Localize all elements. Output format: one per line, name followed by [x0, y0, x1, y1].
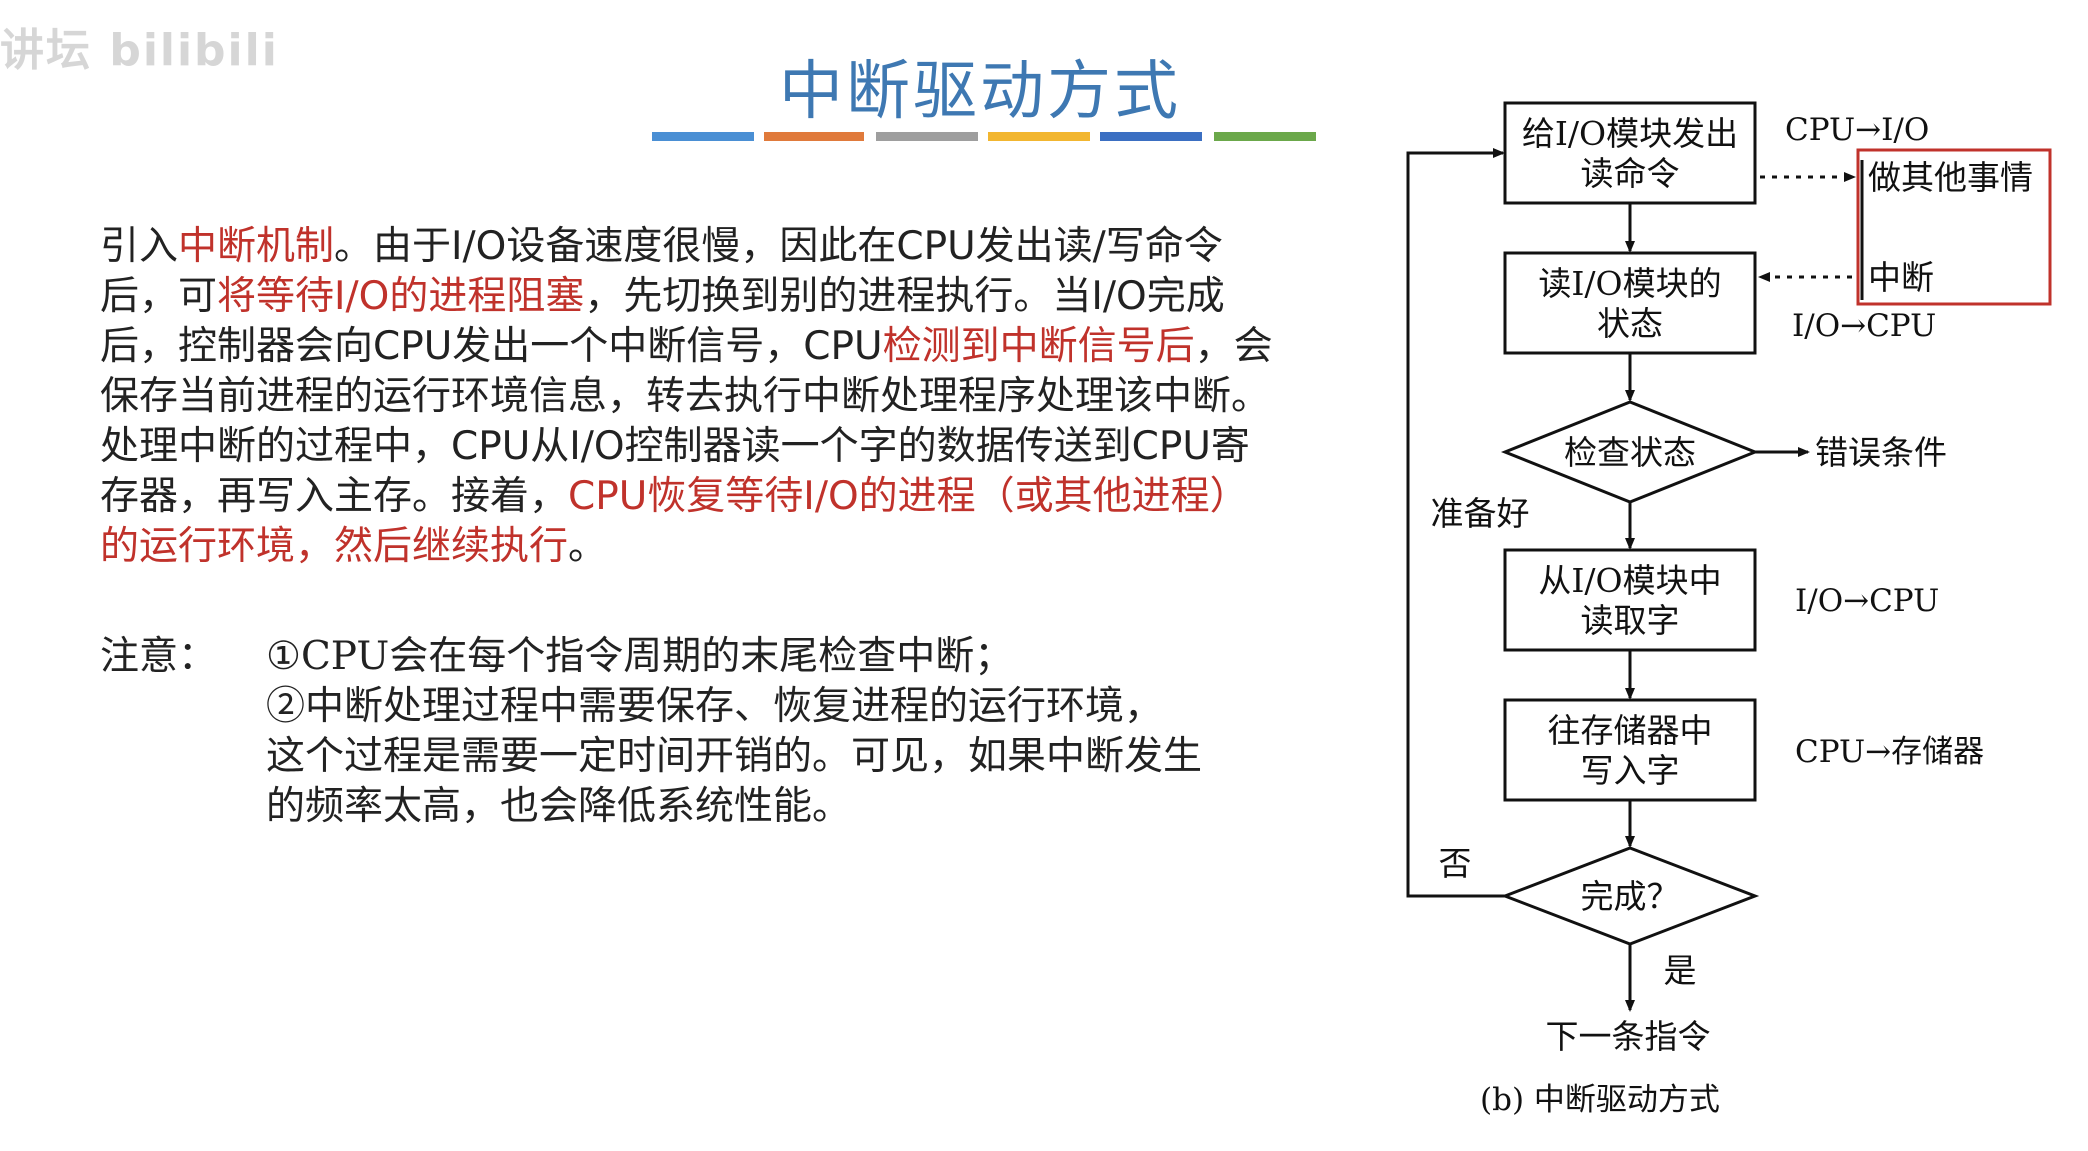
- flow-box-text: 从I/O模块中: [1538, 561, 1721, 600]
- para-run: 引入: [100, 224, 179, 269]
- flow-box-text: 读命令: [1581, 154, 1680, 193]
- note-line: 的频率太高，也会降低系统性能。: [266, 784, 852, 829]
- strip-segment: [764, 132, 864, 141]
- strip-segment: [876, 132, 978, 141]
- note-line: 这个过程是需要一定时间开销的。可见，如果中断发生: [266, 734, 1203, 779]
- para-run-highlight: CPU恢复等待I/O的进程（或其他进程）的运行环境，然后继续执行: [100, 474, 1249, 569]
- flowchart: 给I/O模块发出 读命令 读I/O模块的 状态 检查状态 从I/O模块中 读取字…: [1406, 101, 2052, 1118]
- label-io-to-cpu: I/O→CPU: [1792, 308, 1936, 344]
- flow-box-text: 读取字: [1581, 601, 1680, 640]
- flow-box-text: 给I/O模块发出: [1522, 114, 1738, 153]
- para-run-highlight: 将等待I/O的进程阻塞: [217, 274, 585, 319]
- para-run: 。由于I/O设备速度很慢，因此在CPU发出读/写命令后，可: [100, 224, 1223, 319]
- label-cpu-to-io: CPU→I/O: [1785, 112, 1929, 148]
- flow-box-text: 写入字: [1581, 751, 1680, 790]
- strip-segment: [1214, 132, 1316, 141]
- flow-decision-text: 检查状态: [1564, 433, 1696, 472]
- side-box-top-text: 做其他事情: [1868, 158, 2033, 197]
- note-label: 注意：: [100, 634, 218, 679]
- slide-title: 中断驱动方式: [779, 55, 1181, 129]
- flow-caption: (b) 中断驱动方式: [1480, 1082, 1720, 1118]
- label-no: 否: [1439, 844, 1472, 883]
- label-ready: 准备好: [1431, 494, 1530, 533]
- flow-loop-back: [1406, 148, 1505, 898]
- label-io-to-cpu-2: I/O→CPU: [1795, 583, 1939, 619]
- strip-segment: [652, 132, 754, 141]
- note-line: ①CPU会在每个指令周期的末尾检查中断；: [266, 634, 1014, 679]
- flow-decision-done: [1500, 846, 1760, 946]
- flow-box-write-memory: [1503, 698, 1757, 802]
- strip-segment: [988, 132, 1090, 141]
- note-line: ②中断处理过程中需要保存、恢复进程的运行环境，: [266, 684, 1164, 729]
- flow-box-text: 读I/O模块的: [1538, 264, 1721, 303]
- label-yes: 是: [1664, 951, 1697, 990]
- para-run-highlight: 检测到中断信号后: [882, 324, 1195, 369]
- label-cpu-to-memory: CPU→存储器: [1795, 734, 1984, 770]
- flow-box-read-word: [1503, 548, 1757, 652]
- intro-paragraph: 引入中断机制。由于I/O设备速度很慢，因此在CPU发出读/写命令后，可将等待I/…: [100, 222, 1280, 572]
- strip-segment: [1100, 132, 1202, 141]
- note-body: ①CPU会在每个指令周期的末尾检查中断； ②中断处理过程中需要保存、恢复进程的运…: [266, 632, 1276, 832]
- para-run: ，会保存当前进程的运行环境信息，转去执行中断处理程序处理该中断。处理中断的过程中…: [100, 324, 1273, 519]
- para-run: ，先切换到别的进程执行。当I/O完成后，控制器会向CPU发出一个中断信号，CPU: [100, 274, 1225, 369]
- para-run-highlight: 中断机制: [178, 224, 335, 269]
- flow-decision-text: 完成？: [1581, 877, 1680, 916]
- flow-end-text: 下一条指令: [1546, 1017, 1711, 1056]
- para-run: 。: [568, 524, 608, 569]
- label-error: 错误条件: [1815, 433, 1947, 472]
- flow-box-text: 状态: [1597, 304, 1663, 343]
- flow-box-text: 往存储器中: [1548, 711, 1713, 750]
- side-box-bottom-text: 中断: [1868, 258, 1934, 297]
- flow-box-read-status: [1503, 251, 1757, 355]
- flow-box-issue-read: [1503, 101, 1757, 205]
- side-box-other-work: [1856, 148, 2052, 306]
- watermark-logo: 讲坛 bilibili: [0, 25, 279, 76]
